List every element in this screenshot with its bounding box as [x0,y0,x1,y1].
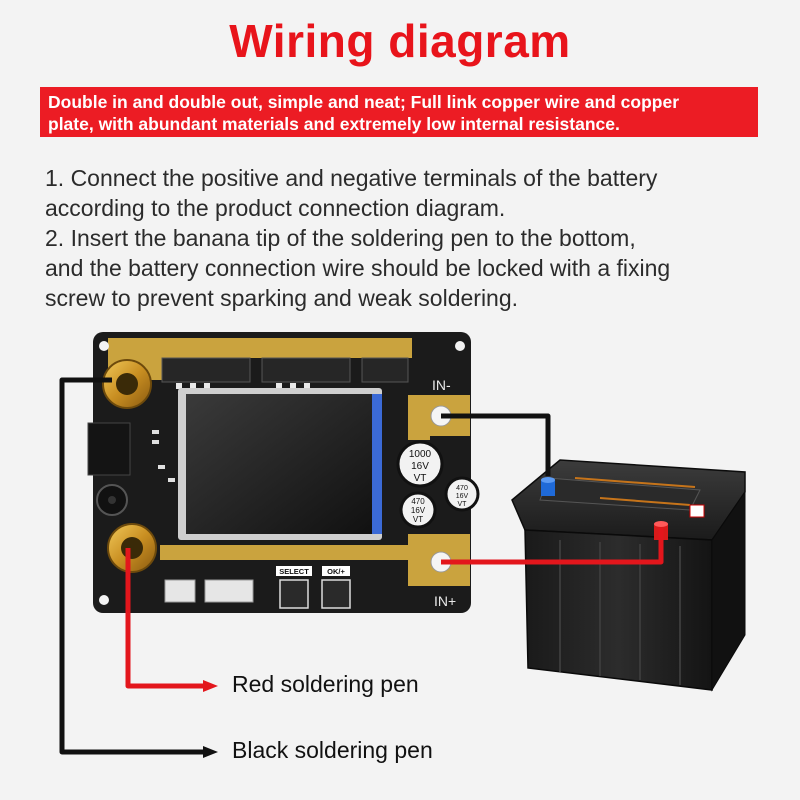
copper-top-bar [108,338,412,380]
feature-banner: Double in and double out, simple and nea… [40,87,758,137]
car-battery [511,459,746,692]
warning-sticker [689,504,705,518]
ok-button: OK/+ [321,566,351,609]
dc-jack [87,422,131,476]
negative-terminal [541,480,555,496]
capacitor-large: 1000 16V VT [396,440,444,488]
red-wire [125,528,664,689]
connector-3pin [204,579,254,603]
red-pen-label: Red soldering pen [232,671,419,697]
select-button: SELECT [276,566,312,609]
capacitor-tilted: 470 16V VT [444,476,480,512]
instruction-line-3: 2. Insert the banana tip of the solderin… [45,225,636,251]
banana-socket-top-hole [116,373,138,395]
red-pen-arrow [203,680,218,692]
black-pen-arrow [203,746,218,758]
banner-line-1: Double in and double out, simple and nea… [48,92,680,112]
cap-small-line3: VT [413,515,423,524]
cap-tilted-line3: VT [458,501,468,508]
instructions: 1. Connect the positive and negative ter… [45,163,785,313]
cap-large-line2: 16V [411,461,429,472]
mosfet-1 [161,357,251,383]
instruction-line-1: 1. Connect the positive and negative ter… [45,165,658,191]
cap-large-line1: 1000 [409,449,432,460]
battery-side [711,490,746,692]
black-wire [59,377,551,755]
black-pen-label: Black soldering pen [232,737,433,763]
cap-small-line1: 470 [411,497,425,506]
capacitor-small: 470 16V VT [399,491,437,529]
cap-small-line2: 16V [411,506,426,515]
in-plus-label: IN+ [434,593,456,609]
instruction-line-5: screw to prevent sparking and weak solde… [45,285,519,311]
mosfet-2 [261,357,351,383]
cap-tilted-line1: 470 [456,485,468,492]
control-board: 1000 16V VT 470 16V VT 470 16V VT SELECT… [87,332,480,613]
connector-2pin [164,579,196,603]
lcd-screen [186,394,372,534]
banner-line-2: plate, with abundant materials and extre… [48,114,620,134]
banana-socket-bottom-hole [121,537,143,559]
instruction-line-2: according to the product connection diag… [45,195,506,221]
in-minus-label: IN- [432,377,451,393]
instruction-line-4: and the battery connection wire should b… [45,255,671,281]
mosfet-3 [361,357,409,383]
battery-front [524,529,713,691]
cap-large-line3: VT [414,473,427,484]
ok-button-label: OK/+ [327,567,345,576]
page-title: Wiring diagram [229,15,571,67]
cap-tilted-line2: 16V [456,493,469,500]
mosfet-row [161,357,409,383]
lcd-ribbon [372,394,382,534]
select-button-label: SELECT [279,567,309,576]
copper-bottom-bar [160,545,412,560]
